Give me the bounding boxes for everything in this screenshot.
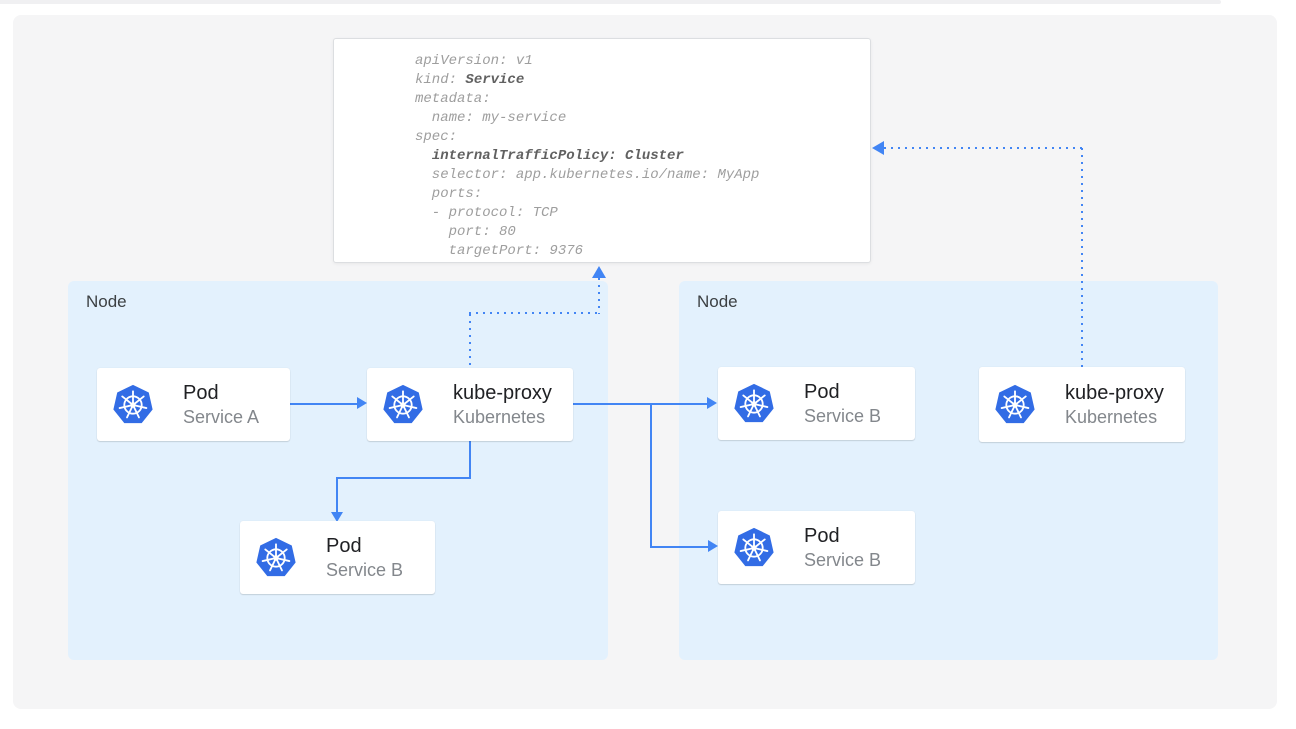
code-segment: selector: app.kubernetes.io/name: MyApp [415, 167, 760, 183]
dotted-line-right-kubeproxy-up [1081, 148, 1083, 367]
code-segment: port: 80 [415, 224, 516, 240]
code-line: ports: [415, 185, 870, 204]
code-segment-bold: internalTrafficPolicy: Cluster [431, 148, 684, 164]
code-segment: ports: [415, 186, 483, 202]
card-subtitle: Service B [804, 406, 882, 426]
card-title: Pod [804, 381, 840, 403]
dotted-line-left-horizontal [469, 312, 601, 314]
card-text: Pod Service B [804, 523, 881, 572]
card-text: Pod Service A [183, 380, 259, 429]
arrow-kubeproxy-to-pod-b-left [336, 477, 338, 513]
code-segment: targetPort: 9376 [415, 243, 584, 259]
arrowhead-right-icon [357, 397, 367, 409]
card-text: kube-proxy Kubernetes [453, 380, 552, 429]
code-line: spec: [415, 128, 870, 147]
card-pod-service-b-left: Pod Service B [240, 521, 435, 594]
arrow-pod-a-to-kubeproxy [290, 403, 357, 405]
arrow-branch-vertical [650, 404, 652, 548]
card-text: Pod Service B [804, 379, 881, 428]
arrow-kubeproxy-to-pod-b-right-bottom [650, 546, 708, 548]
card-subtitle: Service B [804, 550, 882, 570]
arrowhead-left-icon [872, 141, 884, 155]
arrow-kubeproxy-to-pod-b-right-top [573, 403, 707, 405]
card-title: Pod [326, 535, 362, 557]
code-line: targetPort: 9376 [415, 242, 870, 261]
card-kube-proxy-right: kube-proxy Kubernetes [979, 367, 1185, 442]
code-line: - protocol: TCP [415, 204, 870, 223]
code-line: apiVersion: v1 [415, 52, 870, 71]
arrowhead-right-icon [707, 397, 717, 409]
code-line: kind: Service [415, 71, 870, 90]
code-segment-bold: Service [465, 72, 525, 88]
kubernetes-icon [733, 526, 775, 567]
code-segment: name: my-service [415, 110, 567, 126]
card-text: Pod Service B [326, 533, 403, 582]
arrowhead-right-icon [708, 540, 718, 552]
node-left-label: Node [86, 292, 127, 311]
code-segment: spec: [415, 129, 458, 145]
dotted-line-right-horizontal [884, 147, 1082, 149]
card-pod-service-b-right-top: Pod Service B [718, 367, 915, 440]
arrow-kubeproxy-down-segment [469, 441, 471, 479]
node-left: Node [68, 281, 608, 660]
code-segment: apiVersion: v1 [415, 53, 533, 69]
kubernetes-icon [733, 382, 775, 423]
code-segment: metadata: [415, 91, 491, 107]
dotted-line-to-manifest-bottom [598, 278, 600, 314]
dotted-line-left-kubeproxy-up [469, 314, 471, 368]
card-subtitle: Kubernetes [1065, 407, 1158, 427]
card-title: Pod [804, 525, 840, 547]
card-subtitle: Service A [183, 407, 260, 427]
code-segment [415, 148, 432, 164]
code-line: metadata: [415, 90, 870, 109]
service-yaml-manifest: apiVersion: v1 kind: Service metadata: n… [333, 38, 871, 263]
arrowhead-up-icon [592, 266, 606, 278]
card-pod-service-a: Pod Service A [97, 368, 290, 441]
kubernetes-icon [112, 383, 154, 424]
code-line: port: 80 [415, 223, 870, 242]
code-line: selector: app.kubernetes.io/name: MyApp [415, 166, 870, 185]
kubernetes-icon [255, 536, 297, 577]
card-title: Pod [183, 382, 219, 404]
code-line: internalTrafficPolicy: Cluster [415, 147, 870, 166]
node-right-label: Node [697, 292, 738, 311]
card-title: kube-proxy [1065, 382, 1164, 404]
node-right: Node [679, 281, 1218, 660]
code-segment: kind: [415, 72, 466, 88]
code-segment: - protocol: TCP [415, 205, 558, 221]
card-subtitle: Kubernetes [453, 407, 546, 427]
card-subtitle: Service B [326, 560, 404, 580]
arrow-kubeproxy-left-segment [336, 477, 471, 479]
top-divider-bar [0, 0, 1221, 4]
arrowhead-down-icon [331, 512, 343, 522]
card-kube-proxy-left: kube-proxy Kubernetes [367, 368, 573, 441]
card-title: kube-proxy [453, 382, 552, 404]
card-pod-service-b-right-bottom: Pod Service B [718, 511, 915, 584]
card-text: kube-proxy Kubernetes [1065, 380, 1164, 429]
code-line: name: my-service [415, 109, 870, 128]
kubernetes-icon [994, 383, 1036, 424]
kubernetes-icon [382, 383, 424, 424]
